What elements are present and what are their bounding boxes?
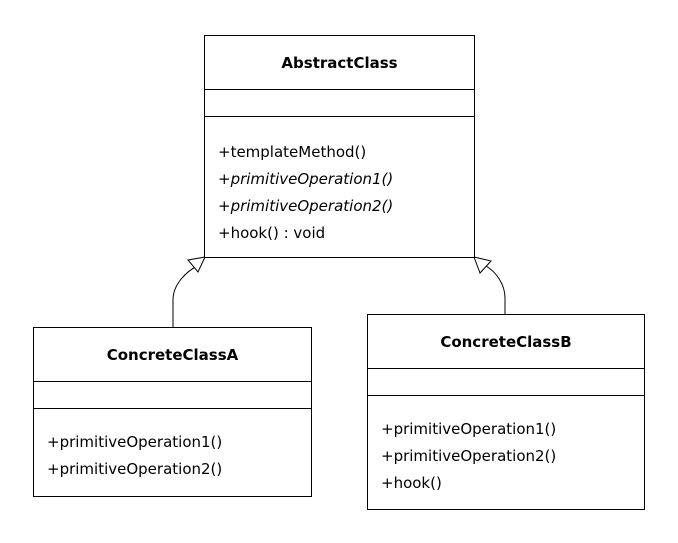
operation-primitive-operation-1: +primitiveOperation1() <box>218 170 394 188</box>
class-abstract-class[interactable]: AbstractClass +templateMethod() +primiti… <box>204 35 475 258</box>
generalization-arrowhead-concrete-a <box>187 256 206 273</box>
attributes-compartment <box>368 369 644 396</box>
operation-hook: +hook() <box>381 474 442 492</box>
class-concrete-class-b[interactable]: ConcreteClassB +primitiveOperation1() +p… <box>367 314 645 510</box>
attributes-compartment <box>205 90 474 117</box>
operation-primitive-operation-2: +primitiveOperation2() <box>218 197 394 215</box>
operation-template-method: +templateMethod() <box>218 143 367 161</box>
operation-primitive-operation-1: +primitiveOperation1() <box>47 433 223 451</box>
generalization-line-concrete-a <box>172 264 200 327</box>
generalization-line-concrete-b <box>485 265 506 314</box>
operations-compartment: +templateMethod() +primitiveOperation1()… <box>205 117 474 247</box>
class-name: ConcreteClassB <box>368 315 644 369</box>
operation-primitive-operation-1: +primitiveOperation1() <box>381 420 557 438</box>
class-name: ConcreteClassA <box>34 328 311 382</box>
operation-primitive-operation-2: +primitiveOperation2() <box>381 447 557 465</box>
operation-hook: +hook() : void <box>218 224 326 242</box>
operations-compartment: +primitiveOperation1() +primitiveOperati… <box>368 396 644 497</box>
attributes-compartment <box>34 382 311 409</box>
class-name: AbstractClass <box>205 36 474 90</box>
operations-compartment: +primitiveOperation1() +primitiveOperati… <box>34 409 311 483</box>
generalization-arrowhead-concrete-b <box>473 256 492 274</box>
class-concrete-class-a[interactable]: ConcreteClassA +primitiveOperation1() +p… <box>33 327 312 497</box>
operation-primitive-operation-2: +primitiveOperation2() <box>47 460 223 478</box>
